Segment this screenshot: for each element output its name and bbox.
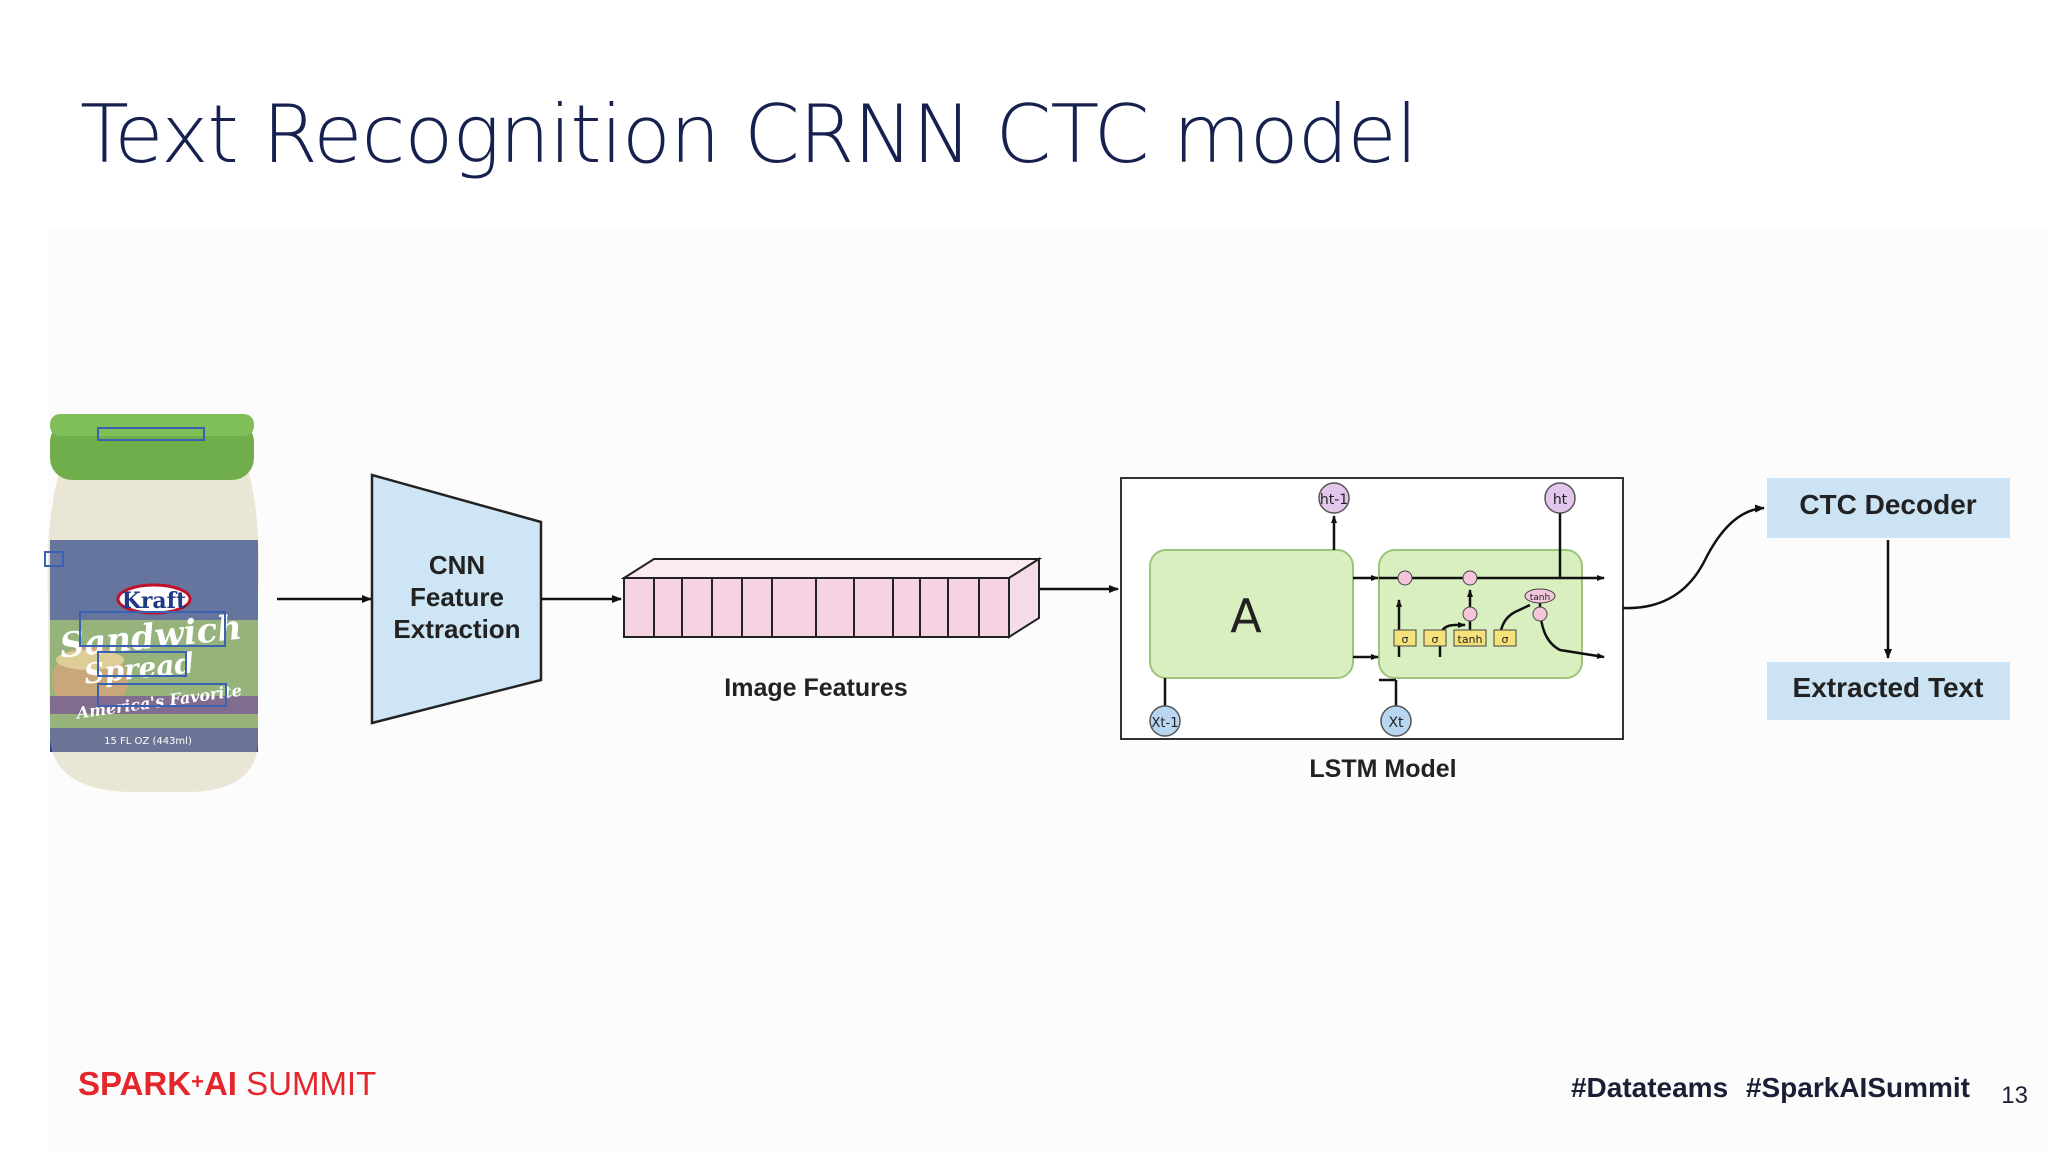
ctc-decoder-box: [1767, 478, 2010, 538]
lstm-prev-input-node: Xt-1: [1152, 716, 1179, 731]
lstm-model-label: LSTM Model: [1309, 755, 1456, 783]
extracted-text-label: Extracted Text: [1793, 672, 1984, 703]
jar-size-text: 15 FL OZ (443ml): [104, 736, 192, 747]
cnn-label-line1: CNN: [429, 550, 485, 580]
lstm-cell-previous: A: [1149, 549, 1354, 679]
footer-hashtags: #Datateams #SparkAISummit: [1570, 1072, 1970, 1103]
slide-title: Text Recognition CRNN CTC model: [80, 88, 1418, 181]
lstm-output-node: ht: [1553, 492, 1568, 508]
image-features-block: [620, 557, 1043, 639]
lstm-cell-current: σ σ tanh σ tanh: [1353, 497, 1605, 710]
brand-spark: SPARK: [78, 1065, 192, 1102]
jar-brand-text: Kraft: [122, 588, 187, 614]
image-features-label: Image Features: [724, 674, 907, 702]
gate-label-input: σ: [1432, 633, 1439, 646]
sandwich-spread-jar-image: Kraft Sandwich Spread America's Favorite…: [44, 414, 259, 792]
brand-plus: +: [191, 1069, 204, 1094]
cnn-label-line3: Extraction: [393, 614, 520, 644]
gate-label-output: σ: [1502, 633, 1509, 646]
ctc-decoder-label: CTC Decoder: [1799, 489, 1976, 520]
cnn-block: [370, 473, 543, 725]
cnn-label-line2: Feature: [410, 582, 504, 612]
gate-label-tanh: tanh: [1458, 633, 1483, 646]
brand-summit: SUMMIT: [246, 1065, 377, 1102]
brand-ai: AI: [203, 1065, 237, 1102]
lstm-io-nodes: ht-1 ht Xt-1 Xt: [1149, 482, 1576, 737]
gate-label-forget: σ: [1402, 633, 1409, 646]
lstm-cell-label: A: [1230, 589, 1262, 643]
lstm-prev-output-node: ht-1: [1320, 492, 1348, 508]
tanh-node-label: tanh: [1530, 593, 1550, 603]
arrow-lstm-to-ctc: [1622, 504, 1765, 610]
spark-ai-summit-logo: SPARK+AI SUMMIT: [78, 1065, 376, 1103]
extracted-text-box: [1767, 662, 2010, 720]
lstm-input-node: Xt: [1388, 715, 1404, 731]
page-number: 13: [2001, 1082, 2028, 1109]
